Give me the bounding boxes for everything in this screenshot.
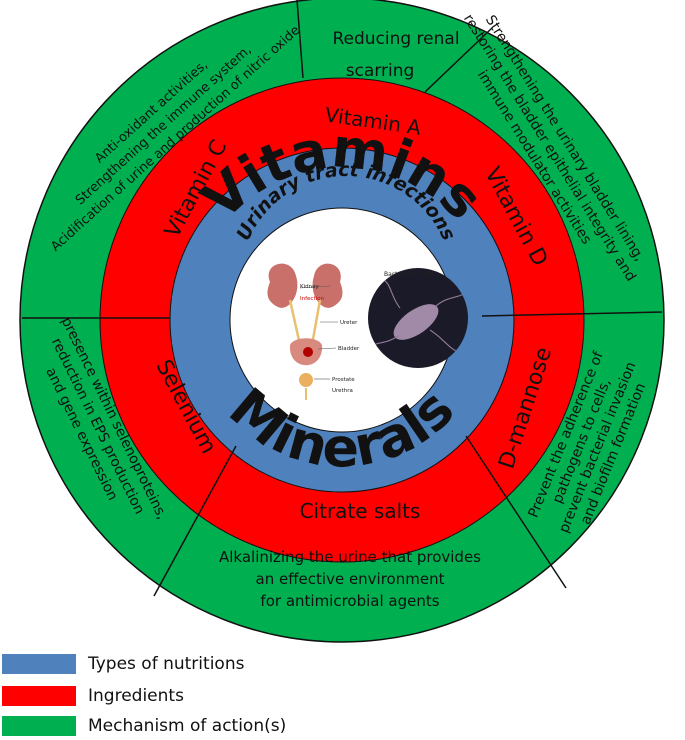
mechanism-citrate-line-3: for antimicrobial agents xyxy=(260,592,439,610)
anatomy-label-prostate: Prostate xyxy=(332,377,355,383)
legend-label-mechanism: Mechanism of action(s) xyxy=(88,716,287,736)
anatomy-label-urethra: Urethra xyxy=(332,388,353,394)
anatomy-label-ureter: Ureter xyxy=(340,320,358,326)
legend-item-ingredients: Ingredients xyxy=(0,684,360,708)
legend-label-ingredients: Ingredients xyxy=(88,686,184,706)
anatomy-label-infection: Infection xyxy=(300,296,325,302)
mechanism-citrate-line-2: an effective environment xyxy=(256,570,445,588)
mechanism-citrate-line-1: Alkalinizing the urine that provides xyxy=(219,548,481,566)
anatomy-label-bladder: Bladder xyxy=(338,346,360,352)
anatomy-label-kidney: Kidney xyxy=(300,284,319,290)
sector-dividers xyxy=(22,0,663,597)
legend-item-mechanism: Mechanism of action(s) xyxy=(0,714,360,738)
mechanism-vitamin-a-line-2: scarring xyxy=(346,61,415,81)
ingredient-citrate-salts: Citrate salts xyxy=(300,499,421,523)
legend-swatch-ingredients xyxy=(2,686,76,706)
urinary-tract-illustration xyxy=(267,263,343,400)
legend-item-types: Types of nutritions xyxy=(0,652,360,676)
bacteria-label: Bacteria (E. coli) xyxy=(384,271,433,278)
legend-swatch-types xyxy=(2,654,76,674)
legend-swatch-mechanism xyxy=(2,716,76,736)
legend-label-types: Types of nutritions xyxy=(88,654,245,674)
mechanism-citrate: Alkalinizing the urine that provides an … xyxy=(219,548,481,610)
mechanism-vitamin-a-line-1: Reducing renal xyxy=(332,29,459,49)
mechanism-vitamin-a: Reducing renal scarring xyxy=(332,29,459,81)
bacteria-image xyxy=(368,268,468,368)
